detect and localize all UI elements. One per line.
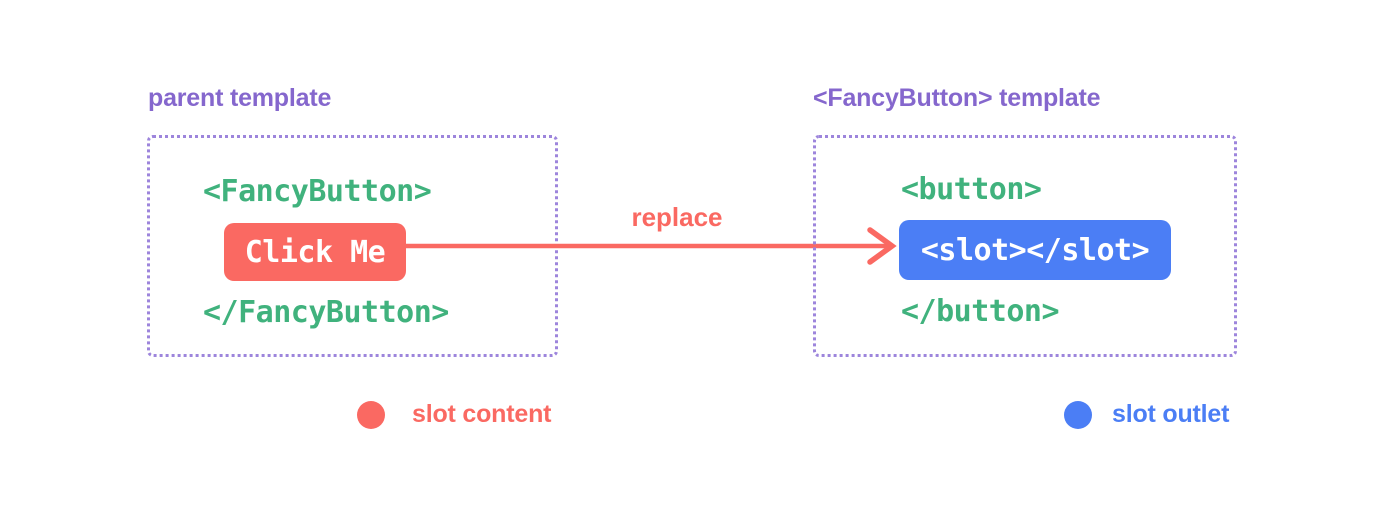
fancybutton-close-tag: </FancyButton> xyxy=(203,295,449,330)
legend-item-slot-content: slot content xyxy=(357,400,551,429)
parent-template-title: parent template xyxy=(148,84,332,112)
slot-content-label: slot content xyxy=(412,400,552,428)
slot-outlet-label: slot outlet xyxy=(1112,400,1230,428)
button-open-tag: <button> xyxy=(901,172,1042,207)
slot-outlet-dot-icon xyxy=(1064,400,1092,429)
legend-item-slot-outlet: slot outlet xyxy=(1064,400,1229,429)
click-me-button: Click Me xyxy=(224,223,406,281)
fancybutton-open-tag: <FancyButton> xyxy=(203,174,432,209)
replace-label: replace xyxy=(631,202,723,232)
fancybutton-template-panel: <button> <slot></slot> </button> xyxy=(813,135,1237,357)
slot-content-dot-icon xyxy=(357,400,385,429)
slot-outlet-box: <slot></slot> xyxy=(899,220,1171,280)
parent-template-panel: <FancyButton> Click Me </FancyButton> xyxy=(147,135,558,357)
button-close-tag: </button> xyxy=(901,294,1060,329)
replace-arrow-icon xyxy=(404,227,897,265)
fancybutton-template-title: <FancyButton> template xyxy=(813,84,1101,112)
